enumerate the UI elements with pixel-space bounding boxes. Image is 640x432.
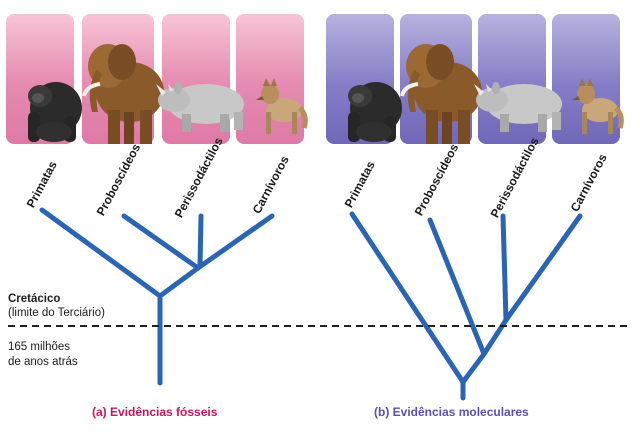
elephant-icon	[82, 44, 164, 144]
boundary-subtitle: (limite do Terciário)	[8, 307, 105, 319]
branch-primatas	[349, 211, 466, 385]
gorilla-icon	[28, 82, 82, 142]
wolf-icon	[572, 78, 624, 134]
branch-primatas	[39, 207, 163, 299]
rhinoceros-icon	[156, 82, 244, 132]
branch-perissodactilos	[197, 213, 204, 269]
branch-proboscideos	[427, 217, 487, 357]
branch-carnivoros	[503, 213, 583, 323]
age-line-1: 165 milhões	[8, 341, 71, 353]
elephant-icon	[400, 44, 482, 144]
rhinoceros-icon	[474, 82, 562, 132]
molecular-phylogenetic-tree	[349, 211, 583, 401]
branch-proboscideos	[121, 213, 201, 271]
age-line-2: de anos atrás	[8, 356, 78, 368]
caption-molecular: (b) Evidências moleculares	[374, 405, 529, 419]
gorilla-icon	[348, 82, 402, 142]
branch-node-right	[157, 265, 201, 299]
branch-node-rhino-wolf	[195, 213, 275, 271]
caption-fossil: (a) Evidências fósseis	[92, 405, 218, 419]
fossil-phylogenetic-tree	[39, 207, 275, 386]
branch-node-right	[460, 351, 487, 385]
branch-perissodactilos	[500, 213, 509, 323]
wolf-icon	[256, 78, 308, 134]
boundary-title: Cretácico	[8, 293, 61, 305]
